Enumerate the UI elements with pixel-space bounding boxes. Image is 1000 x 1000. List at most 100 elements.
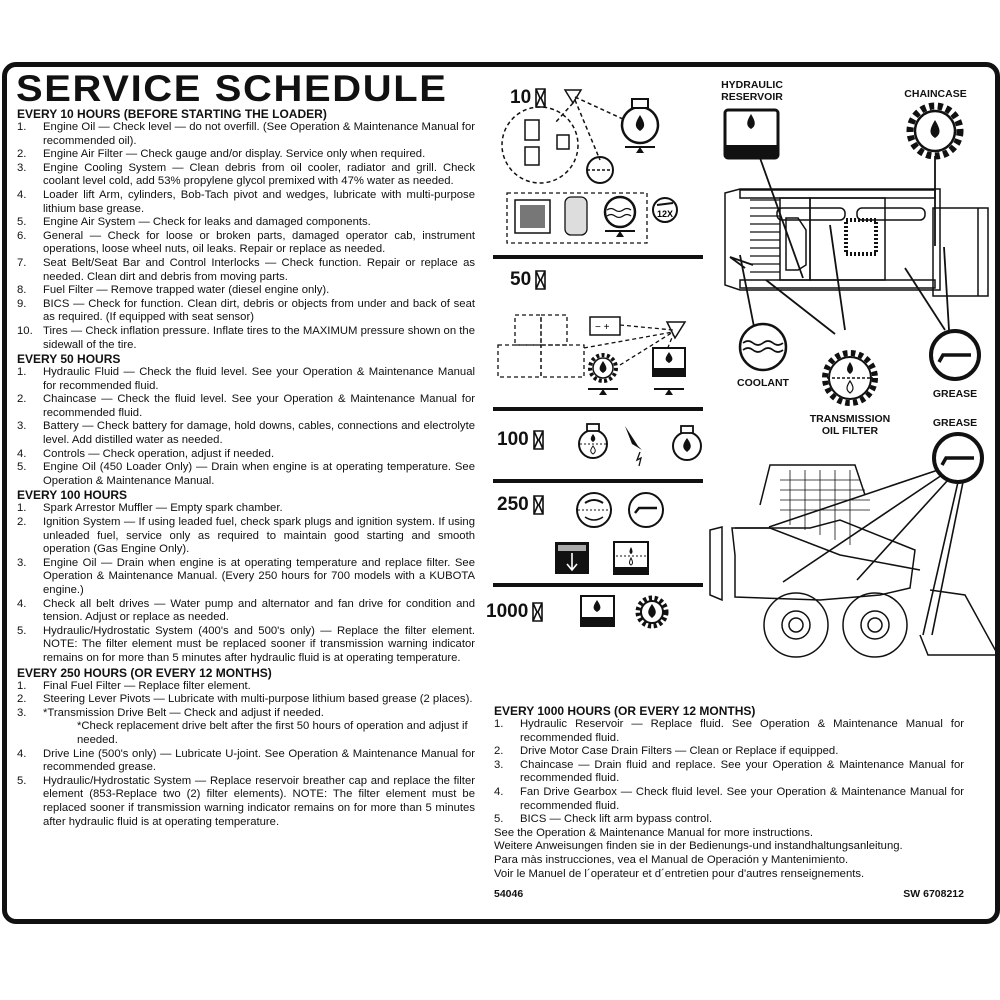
item-number: 4.: [17, 188, 27, 201]
list-item: 4. Fan Drive Gearbox — Check fluid level.…: [494, 786, 964, 813]
list-item: 2.Chaincase — Check the fluid level. See…: [17, 393, 475, 420]
item-number: 1.: [17, 502, 27, 515]
list-item: 5.Hydraulic/Hydrostatic System (400's an…: [17, 625, 475, 666]
item-number: 1.: [17, 366, 27, 379]
list-item: 3. Engine Oil — Drain when engine is at o…: [17, 557, 475, 598]
footer-german: Weitere Anweisungen finden sie in der Be…: [494, 840, 903, 853]
hourglass-icon: [532, 430, 544, 450]
item-text: Check all belt drives — Water pump and a…: [43, 597, 475, 624]
item-text: *Transmission Drive Belt — Check and adj…: [43, 706, 324, 719]
part-numbers: 54046 SW 6708212: [494, 888, 964, 902]
divider-4: [493, 583, 703, 587]
icons-250h: [555, 492, 664, 575]
label-grease-side: GREASE: [932, 417, 978, 429]
divider-3: [493, 479, 703, 483]
list-item: 1.Hydraulic Reservoir — Replace fluid. S…: [494, 718, 964, 745]
item-number: 7.: [17, 256, 27, 269]
item-text: Engine Oil (450 Loader Only) — Drain whe…: [43, 461, 475, 487]
side-view-loader-diagram: [709, 432, 1000, 658]
label-chaincase: CHAINCASE: [904, 88, 967, 100]
drain-filter-icon: [555, 542, 589, 574]
item-number: 4.: [17, 747, 27, 760]
item-text: Chaincase — Drain fluid and replace. See…: [520, 758, 964, 785]
list-item: 4. Check all belt drives — Water pump and…: [17, 598, 475, 625]
schedule-right-column: EVERY 1000 HOURS (OR EVERY 12 MONTHS) 1.…: [494, 704, 964, 902]
item-text: Engine Oil — Drain when engine is at ope…: [43, 556, 475, 596]
item-text: Final Fuel Filter — Replace filter eleme…: [43, 679, 251, 692]
icons-50h: − +: [497, 314, 687, 395]
icons-100h: [578, 423, 702, 467]
service-schedule-decal: [2, 62, 1000, 924]
drive-belt-note: *Check replacement drive belt after the …: [77, 720, 468, 746]
hydraulic-reservoir-icon: [580, 595, 615, 627]
list-item: 9.BICS — Check for function. Clean dirt,…: [17, 298, 475, 325]
list-item: 3.Engine Cooling System — Clean debris f…: [17, 162, 475, 189]
item-text: BICS — Check lift arm bypass control.: [520, 813, 713, 826]
list-item: 2.Drive Motor Case Drain Filters — Clean…: [494, 745, 964, 759]
footer-french: Voir le Manuel de l´operateur et d´entre…: [494, 867, 865, 880]
item-number: 6.: [17, 229, 27, 242]
air-filter-icon: [514, 199, 551, 234]
section-heading-1000h: EVERY 1000 HOURS (OR EVERY 12 MONTHS): [494, 704, 756, 718]
item-text: Chaincase — Check the fluid level. See y…: [43, 393, 475, 419]
item-text: Hydraulic/Hydrostatic System — Replace r…: [43, 774, 475, 828]
list-50h: 1.Hydraulic Fluid — Check the fluid leve…: [17, 366, 475, 488]
dipstick-triangle-icon: [563, 89, 583, 105]
svg-text:− +: − +: [595, 322, 610, 333]
item-text: Hydraulic/Hydrostatic System (400's and …: [43, 624, 475, 664]
list-item: 4.Controls — Check operation, adjust if …: [17, 448, 475, 462]
section-heading-10h: EVERY 10 HOURS (BEFORE STARTING THE LOAD…: [17, 107, 327, 121]
item-number: 10.: [17, 324, 33, 337]
item-number: 2.: [17, 693, 27, 706]
part-number-right: SW 6708212: [903, 888, 964, 901]
svg-text:12X: 12X: [657, 209, 673, 219]
list-item: 2.Engine Air Filter — Check gauge and/or…: [17, 148, 475, 162]
item-number: 3.: [17, 556, 27, 569]
list-item: 10.Tires — Check inflation pressure. Inf…: [17, 325, 475, 352]
grease-icon: [929, 329, 981, 381]
item-text: Controls — Check operation, adjust if ne…: [43, 447, 275, 460]
fuel-filter-icon: [564, 196, 588, 236]
grease-icon: [628, 492, 664, 528]
grease-12x-icon: 12X: [652, 197, 678, 223]
item-number: 4.: [17, 597, 27, 610]
item-number: 1.: [17, 679, 27, 692]
list-item: 8.Fuel Filter — Remove trapped water (di…: [17, 284, 475, 298]
pointer-arrows: [729, 156, 950, 335]
list-item: 5.BICS — Check lift arm bypass control.: [494, 813, 964, 827]
item-number: 1.: [17, 121, 27, 133]
item-number: 3.: [17, 161, 27, 174]
coolant-icon: [603, 195, 637, 237]
list-100h: 1. Spark Arrestor Muffler — Empty spark c…: [17, 502, 475, 665]
item-number: 4.: [494, 785, 504, 798]
list-item: 2.Steering Lever Pivots — Lubricate with…: [17, 693, 475, 707]
item-number: 2.: [17, 516, 27, 529]
coolant-icon: [738, 322, 788, 372]
engine-oil-icon: [620, 98, 660, 153]
divider-1: [493, 255, 703, 259]
list-item: 3. Chaincase — Drain fluid and replace. S…: [494, 759, 964, 786]
item-text: Fan Drive Gearbox — Check fluid level. S…: [520, 785, 964, 812]
interval-100h: 100: [497, 430, 544, 450]
footer-spanish: Para màs instrucciones, vea el Manual de…: [494, 853, 849, 866]
interval-50h: 50: [510, 270, 546, 290]
hydraulic-reservoir-icon: [652, 347, 686, 395]
list-item: 4.Loader lift Arm, cylinders, Bob-Tach p…: [17, 189, 475, 216]
chaincase-icon: [635, 595, 669, 629]
item-number: 5.: [17, 774, 27, 787]
item-number: 3.: [494, 758, 504, 771]
item-number: 5.: [17, 461, 27, 474]
item-text: Engine Air Filter — Check gauge and/or d…: [43, 148, 426, 161]
schedule-left-column: EVERY 10 HOURS (BEFORE STARTING THE LOAD…: [17, 107, 475, 829]
section-heading-250h: EVERY 250 HOURS (OR EVERY 12 MONTHS): [17, 665, 272, 680]
hourglass-icon: [532, 602, 544, 622]
transmission-oil-filter-icon: [822, 350, 878, 406]
hydraulic-reservoir-icon: [723, 108, 780, 160]
list-1000h: 1.Hydraulic Reservoir — Replace fluid. S…: [494, 718, 964, 827]
list-250h: 1. Final Fuel Filter — Replace filter ele…: [17, 680, 475, 830]
item-text: Spark Arrestor Muffler — Empty spark cha…: [43, 502, 283, 515]
top-view-loader-diagram: [723, 102, 989, 406]
engine-oil-icon: [672, 425, 702, 461]
item-number: 3.: [17, 706, 27, 719]
label-transmission-oil-filter: TRANSMISSION OIL FILTER: [809, 413, 891, 437]
